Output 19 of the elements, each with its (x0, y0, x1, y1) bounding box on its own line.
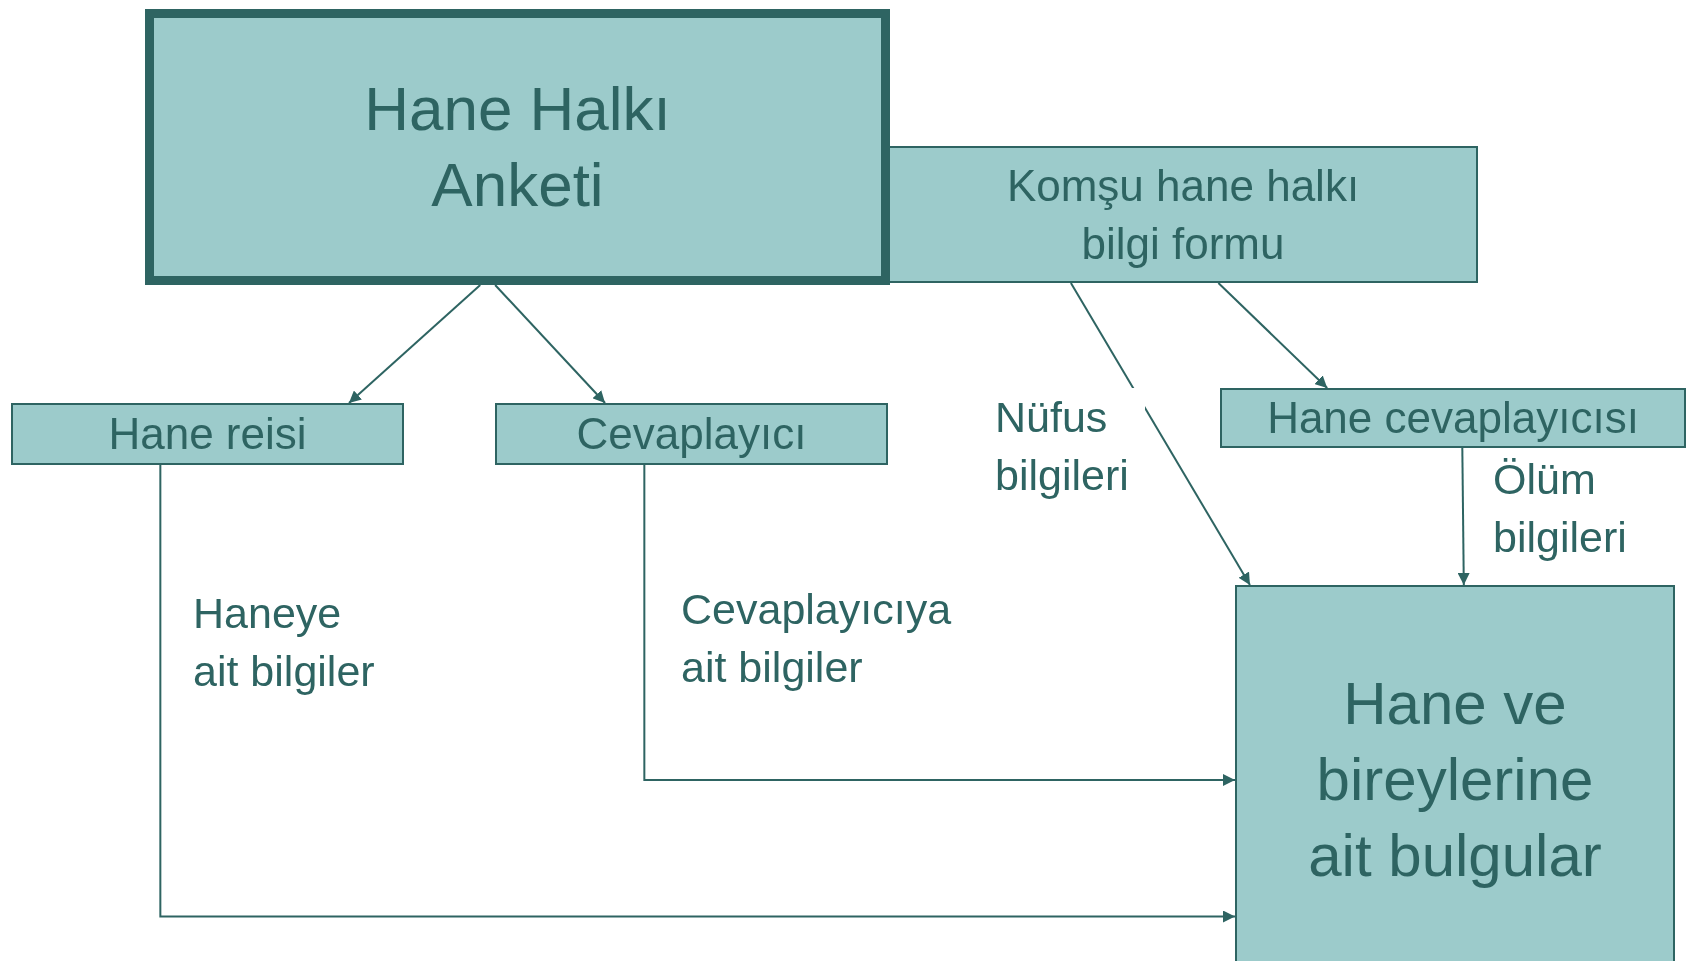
arrow (1069, 282, 1251, 586)
process-box (1220, 388, 1686, 448)
box-label: Cevaplayıcı (576, 409, 807, 459)
box-label: Hane reisi (108, 409, 307, 459)
box-label: Hane cevaplayıcısı (1267, 393, 1639, 443)
arrow (1457, 447, 1470, 586)
arrow (1217, 282, 1329, 389)
box-label: Hane ve bireylerine ait bulgular (1307, 669, 1603, 891)
process-box (495, 403, 888, 465)
process-box (1235, 585, 1675, 961)
process-box (888, 146, 1478, 283)
arrow (348, 284, 482, 404)
process-box (145, 9, 890, 285)
box-label: Komşu hane halkı bilgi formu (1005, 159, 1361, 270)
arrow (159, 464, 1236, 923)
process-box (11, 403, 404, 465)
arrow (643, 464, 1236, 786)
box-label: Hane Halkı Anketi (363, 73, 672, 221)
arrow (494, 284, 607, 404)
